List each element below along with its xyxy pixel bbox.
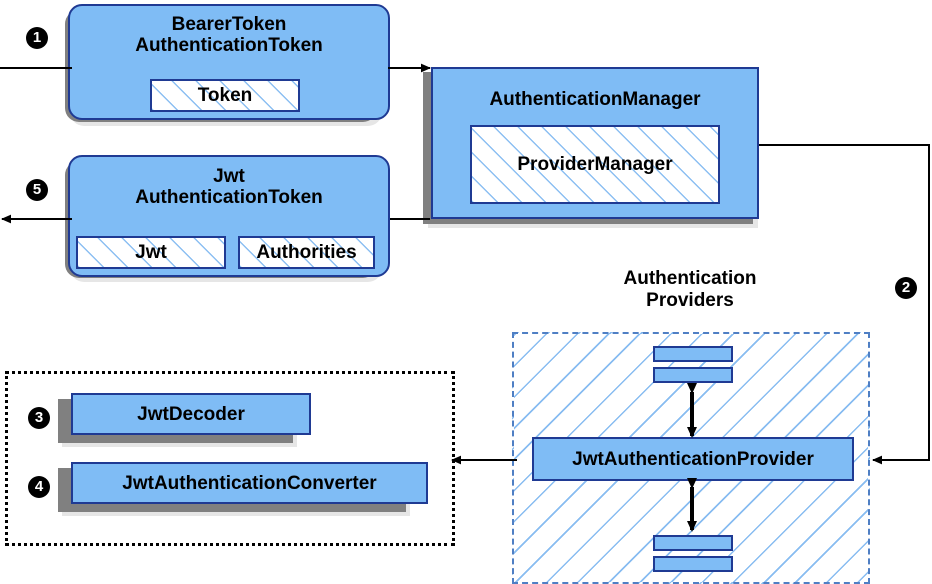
- node-jwt-authentication-token[interactable]: Jwt AuthenticationToken: [68, 155, 390, 277]
- node-jwt-authentication-converter[interactable]: JwtAuthenticationConverter: [71, 462, 428, 504]
- provider-stub-bar-top-2: [653, 367, 733, 383]
- bearer-token-title-line1: BearerToken: [171, 14, 287, 35]
- chip-jwt[interactable]: Jwt: [76, 236, 226, 269]
- step-marker-5: 5: [26, 179, 48, 201]
- node-jwt-authentication-provider[interactable]: JwtAuthenticationProvider: [532, 437, 854, 481]
- step-marker-3: 3: [28, 407, 50, 429]
- chip-provider-manager[interactable]: ProviderManager: [470, 125, 720, 204]
- bearer-token-title-line2: AuthenticationToken: [135, 35, 323, 57]
- provider-stub-bar-top-1: [653, 346, 733, 362]
- step-marker-4: 4: [28, 476, 50, 498]
- step-marker-2: 2: [895, 277, 917, 299]
- step-marker-1: 1: [26, 27, 48, 49]
- node-bearer-token-authentication-token[interactable]: BearerToken AuthenticationToken: [68, 4, 390, 120]
- chip-token[interactable]: Token: [150, 79, 300, 112]
- provider-stub-bar-bottom-1: [653, 535, 733, 551]
- node-jwt-decoder[interactable]: JwtDecoder: [71, 393, 311, 435]
- jwt-token-title-line2: AuthenticationToken: [135, 187, 323, 209]
- bearer-token-title: BearerToken AuthenticationToken: [70, 14, 388, 57]
- jwt-provider-title: JwtAuthenticationProvider: [572, 449, 814, 470]
- provider-stub-bar-bottom-2: [653, 556, 733, 572]
- jwt-decoder-title: JwtDecoder: [137, 404, 245, 425]
- authentication-providers-label-line1: Authentication: [623, 268, 757, 289]
- jwt-converter-title: JwtAuthenticationConverter: [122, 473, 377, 494]
- jwt-token-title: Jwt AuthenticationToken: [70, 166, 388, 209]
- authentication-manager-title: AuthenticationManager: [489, 89, 701, 110]
- chip-authorities[interactable]: Authorities: [238, 236, 375, 269]
- authentication-providers-label: Authentication Providers: [565, 268, 815, 312]
- authentication-providers-label-line2: Providers: [646, 289, 734, 311]
- jwt-token-title-line1: Jwt: [213, 166, 245, 187]
